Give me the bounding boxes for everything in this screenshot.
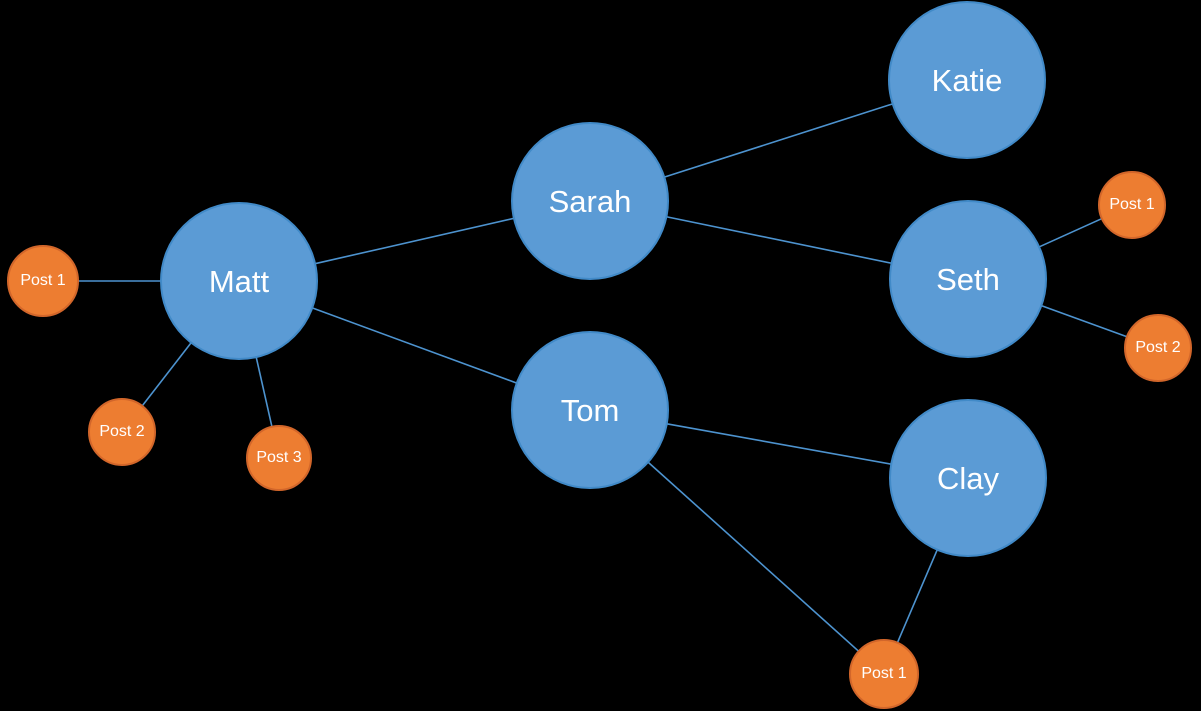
node-katie[interactable]: Katie <box>888 1 1046 159</box>
edge-seth-to-seth-post-2 <box>1041 304 1128 338</box>
node-label-tom: Tom <box>560 392 620 428</box>
edge-clay-to-shared-post-1 <box>896 549 939 644</box>
edge-matt-to-sarah <box>314 217 515 265</box>
edge-matt-post-2-to-matt <box>141 342 192 407</box>
node-seth[interactable]: Seth <box>889 200 1047 358</box>
node-label-seth: Seth <box>936 261 1000 297</box>
node-label-seth-post-2: Post 2 <box>1135 339 1181 356</box>
node-shared-post-1[interactable]: Post 1 <box>849 639 919 709</box>
node-seth-post-2[interactable]: Post 2 <box>1124 314 1192 382</box>
edge-matt-post-3-to-matt <box>255 356 273 427</box>
node-label-katie: Katie <box>931 62 1003 98</box>
edge-tom-to-shared-post-1 <box>647 461 860 652</box>
node-label-matt-post-1: Post 1 <box>20 272 66 289</box>
node-label-sarah: Sarah <box>548 183 632 219</box>
node-label-matt-post-2: Post 2 <box>99 423 145 440</box>
node-matt-post-1[interactable]: Post 1 <box>7 245 79 317</box>
node-matt-post-2[interactable]: Post 2 <box>88 398 156 466</box>
node-label-matt: Matt <box>208 263 270 299</box>
node-label-matt-post-3: Post 3 <box>256 449 302 466</box>
node-matt-post-3[interactable]: Post 3 <box>246 425 312 491</box>
edge-sarah-to-katie <box>664 103 893 178</box>
edge-matt-to-tom <box>311 307 518 384</box>
edge-tom-to-clay <box>666 423 892 465</box>
node-seth-post-1[interactable]: Post 1 <box>1098 171 1166 239</box>
node-sarah[interactable]: Sarah <box>511 122 669 280</box>
node-label-shared-post-1: Post 1 <box>861 665 907 682</box>
node-label-seth-post-1: Post 1 <box>1109 196 1155 213</box>
node-clay[interactable]: Clay <box>889 399 1047 557</box>
node-tom[interactable]: Tom <box>511 331 669 489</box>
node-label-clay: Clay <box>936 460 999 496</box>
edge-seth-to-seth-post-1 <box>1038 217 1103 248</box>
node-matt[interactable]: Matt <box>160 202 318 360</box>
edge-sarah-to-seth <box>666 215 892 265</box>
